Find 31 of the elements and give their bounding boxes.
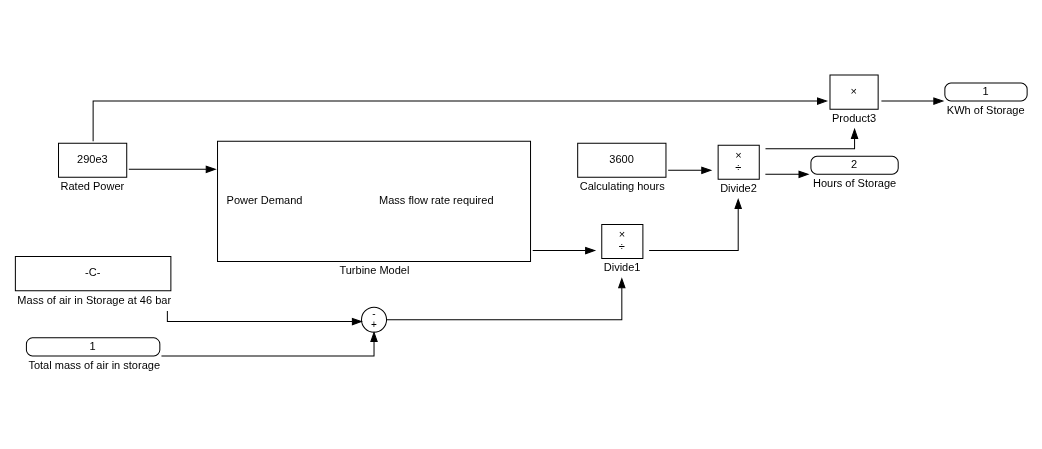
arrow	[92, 97, 828, 142]
node-label: Divide1	[603, 261, 641, 274]
node-box: -C-	[14, 256, 172, 292]
node-box: 290e3	[58, 142, 128, 178]
arrow	[160, 331, 378, 357]
arrow	[648, 199, 742, 252]
node-box: × ÷	[601, 224, 644, 260]
node-label: KWh of Storage	[946, 103, 1025, 116]
arrow	[764, 170, 809, 178]
arrow	[880, 97, 944, 105]
node-label: Hours of Storage	[812, 177, 897, 190]
node-box: 1	[944, 82, 1028, 102]
node-label: Divide2	[720, 182, 757, 195]
node-box: 2	[810, 155, 899, 175]
node-box: Power Demand Mass flow rate required	[217, 140, 532, 263]
node-box: 3600	[577, 142, 667, 178]
node-label: Total mass of air in storage	[28, 358, 161, 371]
node-box: ×	[829, 74, 879, 110]
arrow	[128, 165, 216, 173]
node-label: Rated Power	[60, 180, 125, 193]
node-label: Turbine Model	[339, 264, 410, 277]
arrow	[386, 278, 626, 321]
arrow	[532, 246, 596, 255]
node-label: Calculating hours	[579, 180, 665, 193]
node-label: Mass of air in Storage at 46 bar	[17, 293, 172, 306]
node-box: 1	[25, 337, 161, 357]
arrow	[765, 128, 859, 150]
node-label: Product3	[832, 111, 877, 124]
node-circle: - +	[361, 306, 388, 333]
node-box: × ÷	[717, 144, 760, 180]
arrow	[667, 166, 712, 174]
